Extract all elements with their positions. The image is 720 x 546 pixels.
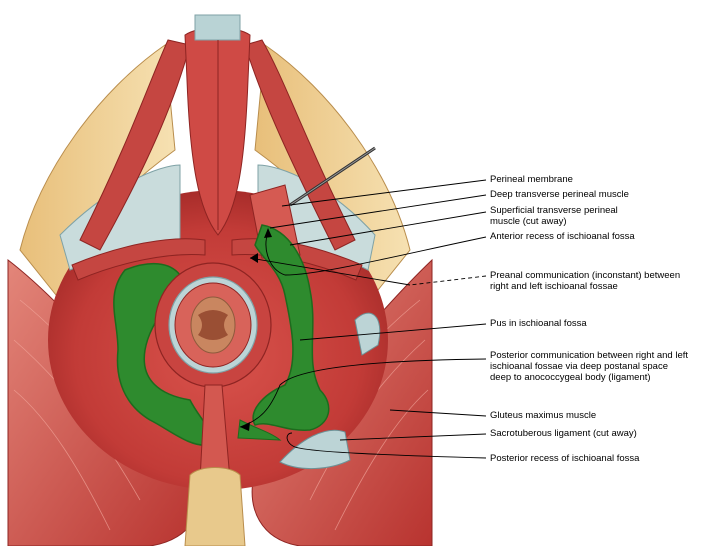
arrowhead [240, 422, 250, 431]
bulbospongiosus [184, 14, 251, 236]
label-preanal-communication-line1: Preanal communication (inconstant) betwe… [490, 270, 681, 281]
label-preanal-communication-line2: right and left ischioanal fossae [490, 281, 618, 292]
label-posterior-communication-line1: Posterior communication between right an… [490, 350, 689, 361]
label-posterior-communication-line3: deep to anococcygeal body (ligament) [490, 372, 651, 383]
coccyx [184, 467, 246, 546]
leader-lines [239, 179, 487, 459]
label-sacrotuberous-ligament: Sacrotuberous ligament (cut away) [490, 428, 637, 439]
label-superficial-transverse-line2: muscle (cut away) [490, 216, 567, 227]
arrowhead [264, 228, 272, 238]
label-gluteus-maximus: Gluteus maximus muscle [490, 410, 597, 421]
arrowhead [250, 253, 258, 263]
forceps-icon [289, 146, 376, 207]
label-pus: Pus in ischioanal fossa [490, 318, 587, 329]
label-deep-transverse-perineal-muscle: Deep transverse perineal muscle [490, 189, 629, 200]
label-anterior-recess: Anterior recess of ischioanal fossa [490, 231, 635, 242]
label-superficial-transverse-line1: Superficial transverse perineal [490, 205, 618, 216]
label-perineal-membrane: Perineal membrane [490, 174, 573, 185]
ischiocavernosus [79, 39, 356, 251]
label-posterior-recess: Posterior recess of ischioanal fossa [490, 453, 640, 464]
label-posterior-communication-line2: ischioanal fossae via deep postanal spac… [490, 361, 668, 372]
anal-sphincter [154, 262, 272, 388]
